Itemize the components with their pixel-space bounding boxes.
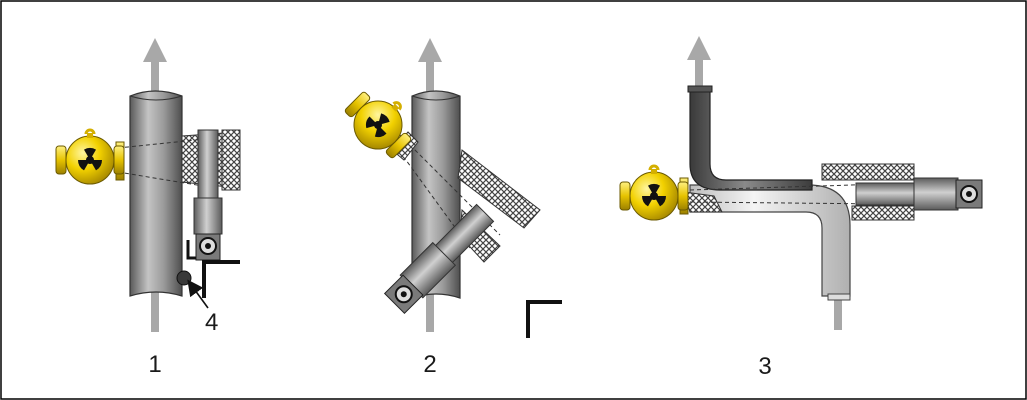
vertical-pipe [129,90,183,297]
shielding-icon [221,129,241,191]
figure-2: 2 [335,38,562,378]
beam-line [399,134,501,236]
radiation-source-icon [54,128,126,186]
shielding-icon [851,205,915,221]
callout-arrow [187,279,209,309]
shielding-icon [821,163,915,181]
beam-line [117,137,216,149]
figure-1: 4 1 [54,38,241,378]
beam-line [117,171,216,189]
figure-label-3: 3 [758,353,771,380]
detector-icon [855,177,983,211]
radiation-source-icon [335,78,425,168]
pipe-dark [687,85,813,191]
mounting-bracket [202,260,240,298]
mounting-bracket [526,300,562,338]
flow-arrow-icon [834,300,842,330]
figure-3: 3 [618,36,983,380]
detector-icon [383,203,495,315]
radiation-source-icon [618,164,690,222]
figure-label-2: 2 [423,351,436,378]
detector-icon [186,129,223,261]
beam-line [689,201,886,205]
measurement-point [176,270,192,286]
figure-label-1: 1 [148,351,161,378]
callout-label-4: 4 [205,309,218,336]
shielding-icon [457,149,541,229]
flow-arrow-icon [687,36,711,94]
beam-line [689,183,886,191]
